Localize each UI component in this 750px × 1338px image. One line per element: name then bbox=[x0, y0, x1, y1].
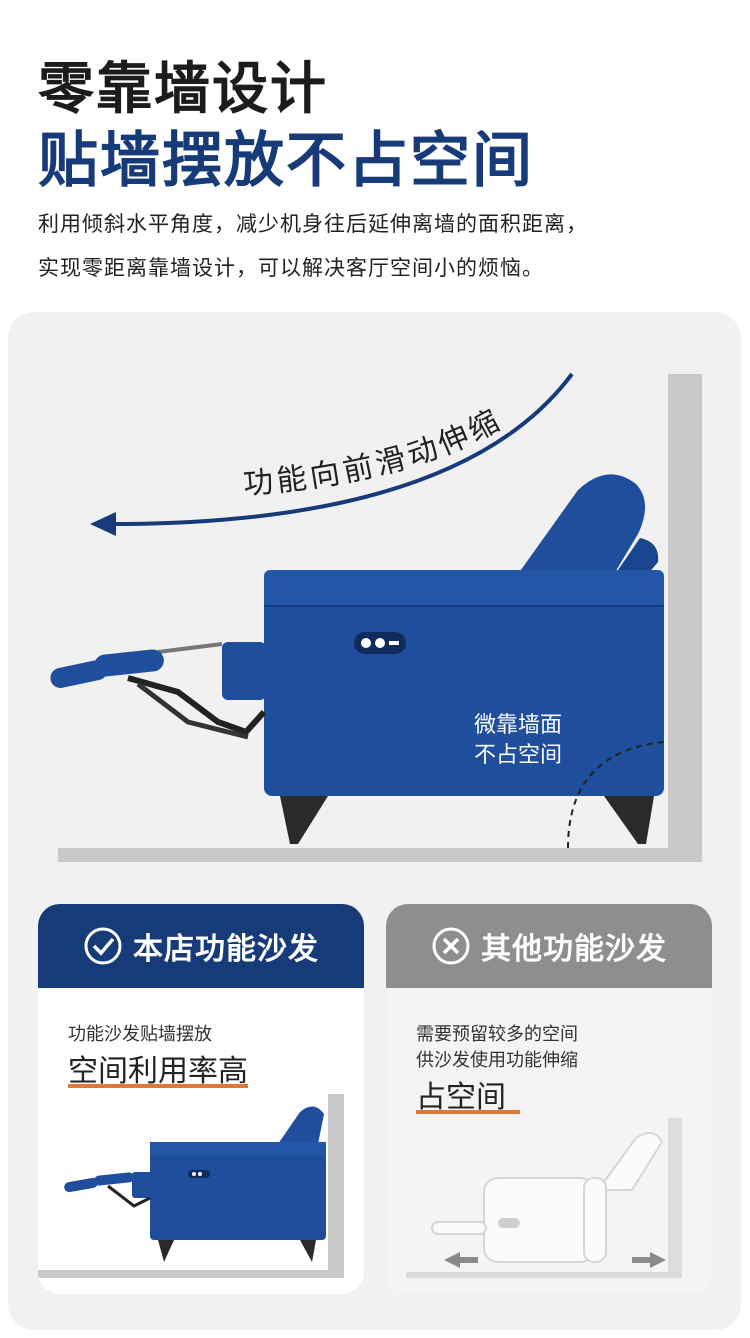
footrest-extension bbox=[50, 660, 108, 688]
arrow-label: 功能向前滑动伸缩 bbox=[242, 402, 505, 502]
description-line-2: 实现零距离靠墙设计，可以解决客厅空间小的烦恼。 bbox=[38, 256, 544, 280]
slide-forward-arrow bbox=[97, 372, 574, 527]
x-circle-icon bbox=[432, 927, 470, 965]
others-card-header: 其他功能沙发 bbox=[386, 904, 712, 988]
ours-card-text: 功能沙发贴墙摆放 bbox=[68, 1024, 212, 1045]
note-line-2: 不占空间 bbox=[474, 743, 562, 768]
ours-card-emphasis: 空间利用率高 bbox=[68, 1054, 248, 1089]
others-card-text-2: 供沙发使用功能伸缩 bbox=[416, 1050, 578, 1071]
check-circle-icon bbox=[84, 927, 122, 965]
description-line-1: 利用倾斜水平角度，减少机身往后延伸离墙的面积距离， bbox=[38, 212, 588, 236]
wall-gap-marker bbox=[567, 741, 665, 849]
page-subtitle: 贴墙摆放不占空间 bbox=[38, 126, 534, 196]
ours-card: 本店功能沙发 功能沙发贴墙摆放 空间利用率高 bbox=[38, 904, 364, 1294]
others-card-emphasis: 占空间 bbox=[416, 1080, 506, 1115]
note-line-1: 微靠墙面 bbox=[474, 713, 562, 738]
ours-card-title: 本店功能沙发 bbox=[133, 932, 319, 967]
sofa-body bbox=[264, 570, 664, 796]
sofa-hero-illustration: 功能向前滑动伸缩 微靠墙面 不占空间 bbox=[50, 372, 702, 862]
ours-sofa-illustration bbox=[38, 1094, 344, 1278]
ours-underline bbox=[68, 1084, 248, 1088]
others-underline bbox=[416, 1110, 520, 1114]
page-title: 零靠墙设计 bbox=[38, 57, 328, 122]
illustration-panel: 功能向前滑动伸缩 微靠墙面 不占空间 bbox=[8, 312, 741, 1330]
floor bbox=[58, 848, 702, 862]
sofa-leg-front bbox=[280, 796, 328, 844]
footrest bbox=[94, 649, 164, 677]
others-card: 其他功能沙发 需要预留较多的空间 供沙发使用功能伸缩 占空间 bbox=[386, 904, 712, 1294]
others-sofa-illustration bbox=[406, 1118, 682, 1278]
svg-text:功能向前滑动伸缩: 功能向前滑动伸缩 bbox=[242, 402, 509, 502]
others-card-text-1: 需要预留较多的空间 bbox=[416, 1024, 578, 1045]
sofa-leg-back bbox=[604, 796, 654, 844]
arrow-head-icon bbox=[90, 512, 116, 536]
ours-card-header: 本店功能沙发 bbox=[38, 904, 364, 988]
others-card-title: 其他功能沙发 bbox=[481, 932, 667, 967]
wall bbox=[668, 374, 702, 860]
sofa-backrest bbox=[518, 474, 646, 574]
